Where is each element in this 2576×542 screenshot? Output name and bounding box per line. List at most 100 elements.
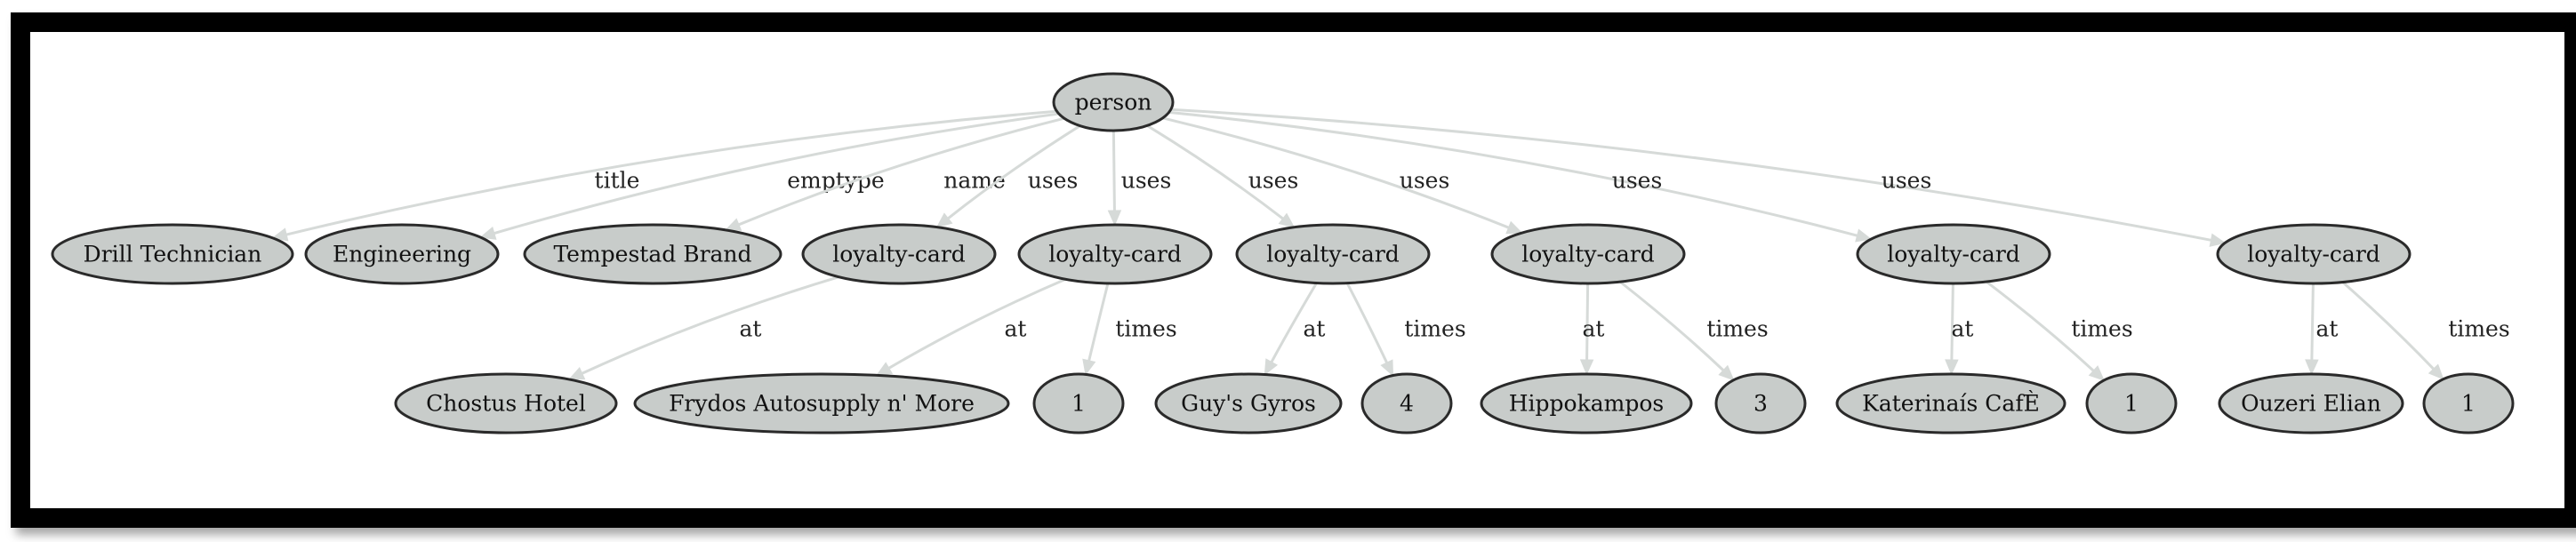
edge-arrowhead [935, 212, 953, 228]
node-t3: 4 [1360, 372, 1453, 434]
node-lc1: loyalty-card [801, 223, 997, 285]
node-ellipse [2085, 372, 2178, 434]
node-t4: 3 [1714, 372, 1807, 434]
edge-arrowhead [1380, 359, 1394, 377]
node-label: 1 [1071, 391, 1086, 417]
node-ellipse [1032, 372, 1125, 434]
node-emptype_v: Engineering [304, 223, 500, 285]
node-label: loyalty-card [1048, 242, 1182, 267]
edge-lc1-at1: at [567, 275, 839, 380]
edge-line [1986, 280, 2095, 372]
node-label: Katerinaís CafÈ [1862, 391, 2040, 417]
edge-label: uses [1612, 168, 1663, 194]
edge-arrowhead [2305, 359, 2319, 376]
edge-person-lc4: uses [1162, 116, 1523, 235]
node-ellipse [1154, 372, 1343, 434]
node-lc4: loyalty-card [1490, 223, 1686, 285]
node-label: 1 [2461, 391, 2476, 417]
edge-line [1950, 283, 1954, 361]
node-label: loyalty-card [2247, 242, 2380, 267]
edge-label: at [1583, 316, 1605, 342]
edge-lc2-t2: times [1082, 283, 1177, 376]
node-label: Guy's Gyros [1181, 391, 1316, 417]
node-label: Ouzeri Elian [2241, 391, 2381, 417]
edge-person-name_v: name [724, 116, 1065, 231]
node-label: Frydos Autosupply n' More [669, 391, 975, 417]
edge-label: times [2448, 316, 2509, 342]
node-label: Drill Technician [84, 242, 262, 267]
edge-arrowhead [1945, 359, 1959, 376]
edge-line [582, 275, 839, 375]
edge-line [1270, 282, 1318, 363]
node-ellipse [2218, 372, 2404, 434]
node-ellipse [1480, 372, 1693, 434]
edge-label: at [740, 316, 762, 342]
edge-arrowhead [875, 362, 894, 377]
edge-arrowhead [271, 227, 289, 242]
node-ellipse [2216, 223, 2411, 285]
edge-line [494, 112, 1060, 235]
node-ellipse [1360, 372, 1453, 434]
edge-line [1087, 283, 1110, 362]
edge-arrowhead [1264, 358, 1279, 376]
edge-line [1146, 124, 1284, 220]
node-label: Hippokampos [1509, 391, 1665, 417]
node-lc5: loyalty-card [1856, 223, 2051, 285]
node-label: 4 [1400, 391, 1414, 417]
edge-lc5-at5: at [1945, 283, 1973, 376]
node-t5: 1 [2085, 372, 2178, 434]
edge-lc5-t5: times [1986, 280, 2133, 381]
edge-line [2310, 283, 2315, 361]
node-label: Chostus Hotel [426, 391, 586, 417]
node-label: Tempestad Brand [553, 242, 751, 267]
edge-line [738, 116, 1065, 227]
node-lc2: loyalty-card [1017, 223, 1213, 285]
node-ellipse [523, 223, 782, 285]
edge-person-lc1: uses [935, 124, 1081, 228]
edge-label: at [1304, 316, 1326, 342]
edge-line [1345, 282, 1388, 363]
edge-arrowhead [724, 218, 742, 231]
node-ellipse [633, 372, 1010, 434]
edge-line [1619, 280, 1725, 371]
edge-label: name [943, 168, 1006, 194]
edge-line [1168, 110, 1858, 237]
node-ellipse [1052, 72, 1175, 132]
edge-arrowhead [479, 226, 497, 240]
node-at1: Chostus Hotel [394, 372, 618, 434]
node-label: loyalty-card [832, 242, 966, 267]
node-label: 1 [2124, 391, 2139, 417]
edge-label: uses [1028, 168, 1079, 194]
edge-arrowhead [2428, 363, 2444, 380]
node-ellipse [1714, 372, 1807, 434]
node-at5: Katerinaís CafÈ [1835, 372, 2066, 434]
edge-person-lc6: uses [1170, 108, 2227, 247]
edge-lc3-at3: at [1264, 282, 1326, 376]
edge-label: at [2316, 316, 2339, 342]
node-at3: Guy's Gyros [1154, 372, 1343, 434]
node-at6: Ouzeri Elian [2218, 372, 2404, 434]
node-person: person [1052, 72, 1175, 132]
edge-lc4-at4: at [1579, 283, 1605, 376]
edge-label: uses [1882, 168, 1932, 194]
edge-label: uses [1248, 168, 1299, 194]
edge-line [1585, 283, 1590, 361]
edge-person-lc2: uses [1107, 130, 1172, 227]
edge-arrowhead [1855, 228, 1873, 243]
edge-label: uses [1121, 168, 1172, 194]
node-ellipse [394, 372, 618, 434]
node-ellipse [304, 223, 500, 285]
edge-line [285, 109, 1057, 236]
node-label: loyalty-card [1521, 242, 1655, 267]
edge-arrowhead [1579, 359, 1594, 376]
edge-line [1111, 130, 1116, 211]
edge-person-lc3: uses [1146, 124, 1299, 228]
node-ellipse [1235, 223, 1431, 285]
node-ellipse [51, 223, 294, 285]
edge-lc2-at2: at [875, 277, 1067, 377]
node-label: person [1075, 90, 1152, 116]
node-t6: 1 [2422, 372, 2515, 434]
edge-lc3-t3: times [1345, 282, 1466, 377]
node-label: 3 [1753, 391, 1768, 417]
